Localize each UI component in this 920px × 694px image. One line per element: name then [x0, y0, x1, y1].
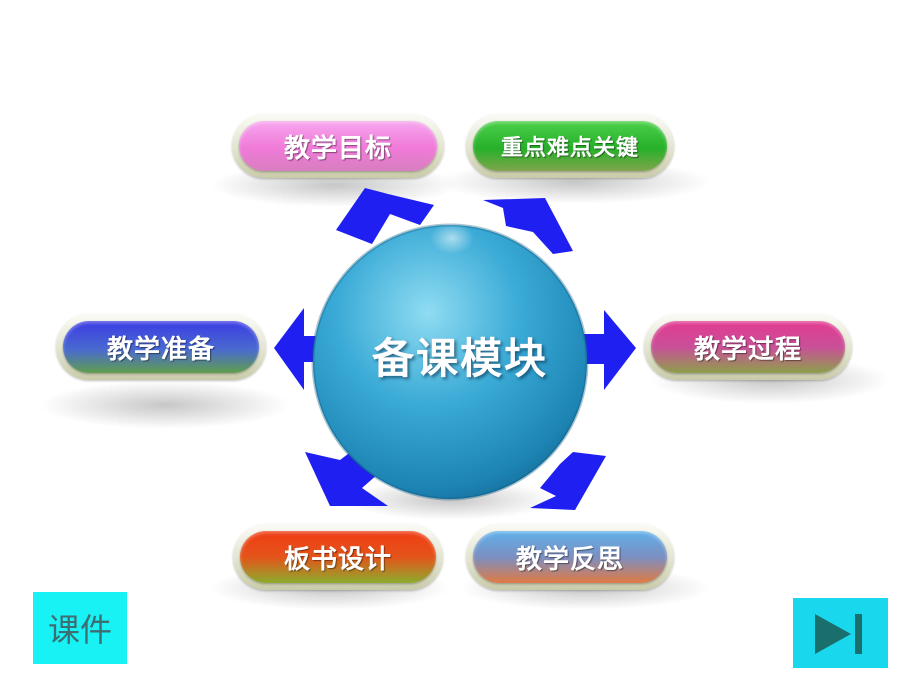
pill-face: 教学反思	[473, 531, 667, 583]
arrow-to-preparation	[274, 308, 330, 390]
module-label: 教学准备	[106, 334, 215, 365]
pill-face: 重点难点关键	[473, 121, 667, 171]
arrow-to-goals	[336, 188, 434, 244]
module-label: 板书设计	[283, 544, 392, 575]
pill-face: 教学过程	[651, 321, 845, 373]
play-skip-icon	[815, 614, 862, 654]
next-button[interactable]	[793, 598, 888, 668]
module-button-process[interactable]: 教学过程	[644, 314, 852, 380]
module-button-board-design[interactable]: 板书设计	[233, 524, 443, 590]
courseware-label: 课件	[47, 611, 112, 649]
arrow-to-process	[582, 310, 636, 390]
pill-face: 教学准备	[63, 321, 259, 373]
shadow-preparation	[40, 381, 290, 429]
module-label: 教学目标	[283, 133, 392, 164]
sphere-rim-shade	[311, 223, 589, 501]
sphere-highlight	[430, 222, 474, 254]
center-sphere	[313, 225, 587, 499]
module-label: 教学反思	[515, 544, 624, 575]
shadow-sphere	[345, 480, 555, 520]
module-label: 重点难点关键	[500, 136, 639, 161]
pill-face: 教学目标	[239, 121, 437, 171]
center-title: 备课模块	[371, 334, 548, 383]
pill-face: 板书设计	[240, 531, 436, 583]
module-button-reflection[interactable]: 教学反思	[466, 524, 674, 590]
module-button-key-points[interactable]: 重点难点关键	[466, 114, 674, 178]
module-label: 教学过程	[693, 334, 802, 365]
module-button-goals[interactable]: 教学目标	[232, 114, 444, 178]
arrow-to-key-points	[483, 198, 573, 254]
courseware-button[interactable]: 课件	[33, 592, 127, 664]
arrow-to-reflection	[530, 452, 606, 510]
module-button-preparation[interactable]: 教学准备	[56, 314, 266, 380]
